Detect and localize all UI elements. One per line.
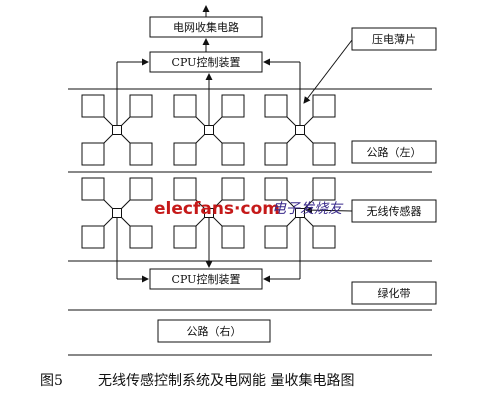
watermark: elecfans·com 电子发烧友 [154, 199, 344, 219]
wireless-sensor-node [204, 125, 214, 135]
piezo-film-label-box: 压电薄片 [351, 27, 437, 51]
wireless-sensor-node [295, 125, 305, 135]
figure-number: 图5 [40, 373, 63, 389]
figure-title: 无线传感控制系统及电网能 量收集电路图 [98, 372, 354, 389]
road-right-label: 公路（右） [187, 324, 242, 338]
sensor-cluster [173, 94, 245, 166]
cpu-controller-bottom-label: CPU控制装置 [172, 272, 241, 286]
piezo-film-pad [81, 94, 105, 118]
green-belt-label-box: 绿化带 [351, 281, 437, 305]
piezo-film-pad [312, 142, 336, 166]
piezo-film-pad [81, 225, 105, 249]
sensor-cluster [81, 177, 153, 249]
piezo-film-pad [173, 142, 197, 166]
road-left-label-box: 公路（左） [351, 140, 437, 164]
piezo-film-pad [312, 94, 336, 118]
piezo-film-pad [129, 177, 153, 201]
green-belt-label: 绿化带 [378, 286, 411, 300]
grid-collection-circuit-label: 电网收集电路 [173, 20, 239, 34]
piezo-film-pad [129, 142, 153, 166]
cpu-controller-top-box: CPU控制装置 [149, 51, 263, 73]
piezo-film-pad [221, 142, 245, 166]
piezo-film-label: 压电薄片 [372, 32, 416, 46]
piezo-film-pad [264, 142, 288, 166]
road-left-label: 公路（左） [367, 146, 422, 159]
piezo-film-pad [129, 225, 153, 249]
cpu-controller-bottom-box: CPU控制装置 [149, 268, 263, 290]
sensor-arrays [81, 94, 336, 249]
piezo-film-pad [173, 177, 197, 201]
watermark-site: elecfans·com [154, 199, 280, 219]
piezo-film-pad [81, 142, 105, 166]
piezo-film-pad [221, 94, 245, 118]
piezo-film-pad [264, 94, 288, 118]
grid-collection-circuit-box: 电网收集电路 [149, 16, 263, 38]
piezo-film-pad [264, 177, 288, 201]
road-lines [68, 88, 432, 356]
wireless-sensor-label: 无线传感器 [367, 204, 422, 218]
piezo-film-pad [221, 177, 245, 201]
cpu-controller-top-label: CPU控制装置 [172, 55, 241, 69]
piezo-film-pad [312, 177, 336, 201]
road-right-box: 公路（右） [157, 319, 271, 343]
wireless-sensor-pointer-arrow [305, 206, 353, 214]
sensor-cluster [81, 94, 153, 166]
piezo-film-pad [173, 94, 197, 118]
piezo-film-pad [312, 225, 336, 249]
piezo-film-pad [129, 94, 153, 118]
wireless-sensor-label-box: 无线传感器 [351, 199, 437, 223]
wireless-sensor-node [112, 125, 122, 135]
wireless-sensor-node [112, 208, 122, 218]
signal-wires [116, 58, 301, 283]
piezo-film-pad [81, 177, 105, 201]
sensor-cluster [264, 177, 336, 249]
piezo-film-pad [264, 225, 288, 249]
piezo-pointer-arrow [303, 39, 353, 104]
watermark-cn: 电子发烧友 [272, 201, 344, 217]
piezo-film-pad [221, 225, 245, 249]
piezo-film-pad [173, 225, 197, 249]
